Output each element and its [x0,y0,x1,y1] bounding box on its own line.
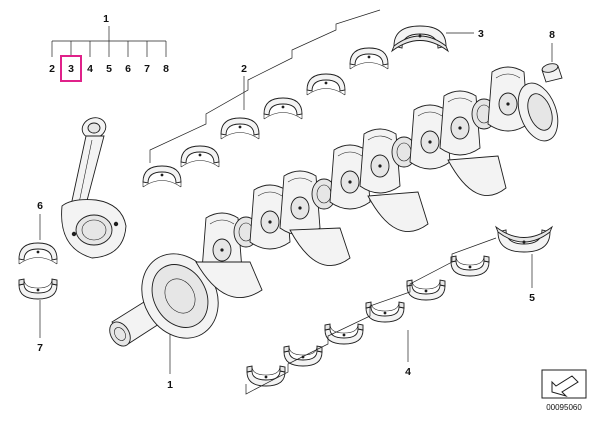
assembly-callout-tree: 1 2 3 4 5 6 7 8 [49,13,169,82]
callout-5: 5 [529,292,535,304]
pilot-bushing [541,63,563,83]
callout-6: 6 [37,200,43,212]
callout-2-bracket: 2 [149,9,381,163]
highlight-box [60,55,82,82]
diagram-reference-number: 00095060 [546,403,582,412]
crankshaft [109,66,559,347]
sub-label-2: 2 [49,63,55,75]
thrust-bearing-lower [494,225,554,253]
callout-4: 4 [405,366,411,378]
sub-label-3: 3 [68,63,74,75]
callout-4-bracket: 4 [245,237,497,395]
thrust-bearing-upper [390,25,450,53]
sub-label-7: 7 [144,63,150,75]
sub-label-4: 4 [87,63,93,75]
conrod-bearing-lower [18,278,58,300]
sub-label-8: 8 [163,63,169,75]
callout-8: 8 [549,29,555,41]
direction-arrow-icon [541,369,587,399]
sub-label-6: 6 [125,63,131,75]
callout-2: 2 [241,63,247,75]
connecting-rod [61,117,127,259]
callout-7: 7 [37,342,43,354]
assembly-label: 1 [103,13,109,25]
conrod-bearing-upper [18,242,58,265]
callout-1: 1 [167,379,173,391]
sub-label-5: 5 [106,63,112,75]
callout-3: 3 [478,28,484,40]
main-bearings-lower [246,255,490,387]
